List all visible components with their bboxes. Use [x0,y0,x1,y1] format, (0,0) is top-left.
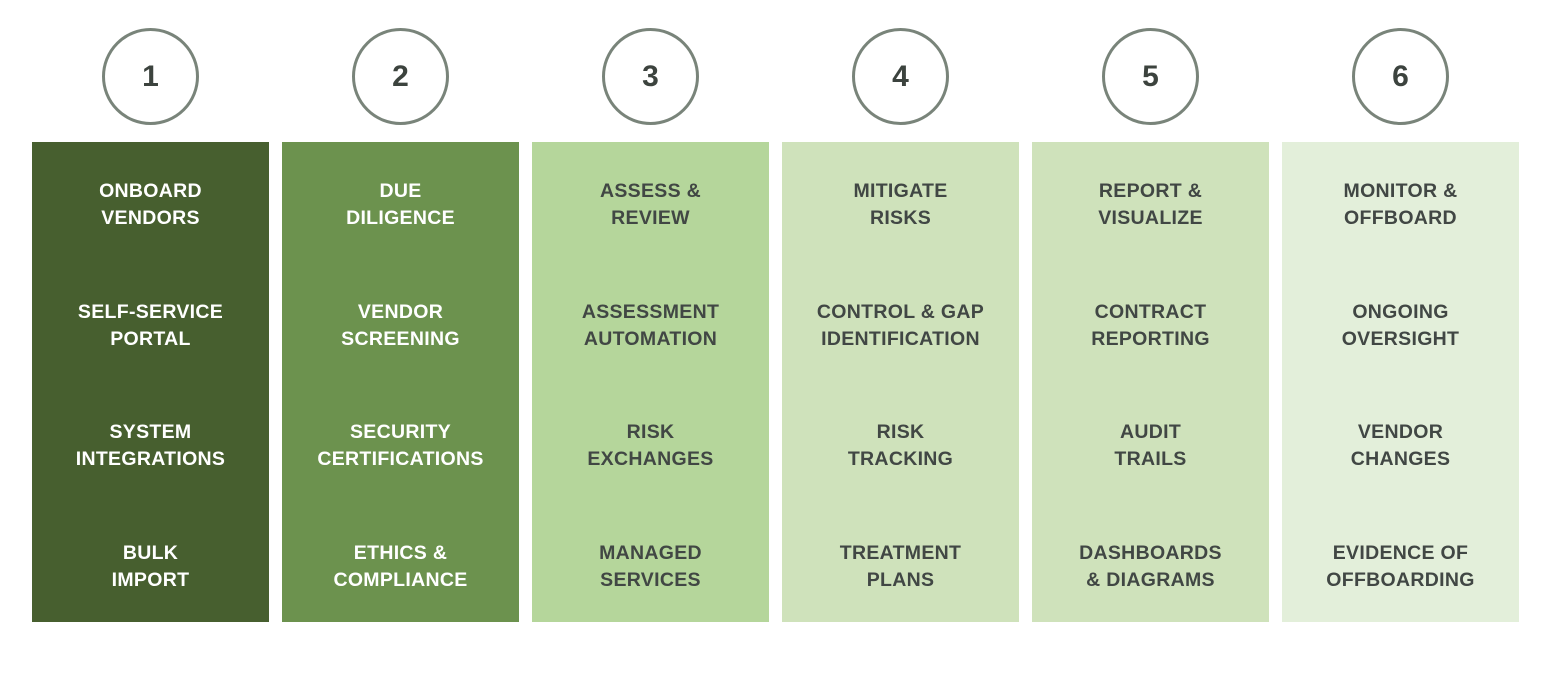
step-item: MANAGED SERVICES [599,541,702,591]
step-item: ASSESSMENT AUTOMATION [581,300,720,350]
step-column-4: 4 MITIGATE RISKS CONTROL & GAP IDENTIFIC… [782,28,1019,622]
step-number-circle: 3 [602,28,699,125]
step-number-circle: 4 [852,28,949,125]
step-title: REPORT & VISUALIZE [1098,180,1203,229]
step-item: SECURITY CERTIFICATIONS [317,421,484,471]
step-number-circle: 5 [1102,28,1199,125]
step-title: MONITOR & OFFBOARD [1343,180,1458,229]
step-title: MITIGATE RISKS [853,180,948,229]
step-item: DASHBOARDS & DIAGRAMS [1079,541,1222,591]
step-number: 3 [642,59,659,93]
step-title: ONBOARD VENDORS [99,180,202,229]
step-column-5: 5 REPORT & VISUALIZE CONTRACT REPORTING … [1032,28,1269,622]
step-box: MITIGATE RISKS CONTROL & GAP IDENTIFICAT… [782,142,1019,622]
step-column-3: 3 ASSESS & REVIEW ASSESSMENT AUTOMATION … [532,28,769,622]
step-item: RISK TRACKING [847,421,954,471]
step-box: ONBOARD VENDORS SELF-SERVICE PORTAL SYST… [32,142,269,622]
step-item: ONGOING OVERSIGHT [1341,300,1460,350]
step-number: 2 [392,59,409,93]
step-number: 1 [142,59,159,93]
step-item: VENDOR CHANGES [1350,421,1451,471]
step-title: ASSESS & REVIEW [599,180,701,229]
step-title: DUE DILIGENCE [346,180,455,229]
step-item: SELF-SERVICE PORTAL [77,300,224,350]
step-item: VENDOR SCREENING [341,300,460,350]
step-number: 4 [892,59,909,93]
step-item: CONTROL & GAP IDENTIFICATION [816,300,985,350]
step-item: AUDIT TRAILS [1114,421,1187,471]
step-number-circle: 2 [352,28,449,125]
step-item: BULK IMPORT [111,541,190,591]
step-number-circle: 1 [102,28,199,125]
step-item: RISK EXCHANGES [587,421,714,471]
step-item: EVIDENCE OF OFFBOARDING [1326,541,1475,591]
step-box: REPORT & VISUALIZE CONTRACT REPORTING AU… [1032,142,1269,622]
step-column-6: 6 MONITOR & OFFBOARD ONGOING OVERSIGHT V… [1282,28,1519,622]
step-box: MONITOR & OFFBOARD ONGOING OVERSIGHT VEN… [1282,142,1519,622]
step-columns-row: 1 ONBOARD VENDORS SELF-SERVICE PORTAL SY… [32,28,1519,622]
step-item: ETHICS & COMPLIANCE [333,541,468,591]
step-number: 6 [1392,59,1409,93]
step-column-2: 2 DUE DILIGENCE VENDOR SCREENING SECURIT… [282,28,519,622]
step-number: 5 [1142,59,1159,93]
step-number-circle: 6 [1352,28,1449,125]
step-item: TREATMENT PLANS [839,541,962,591]
step-column-1: 1 ONBOARD VENDORS SELF-SERVICE PORTAL SY… [32,28,269,622]
step-item: CONTRACT REPORTING [1091,300,1210,350]
step-item: SYSTEM INTEGRATIONS [75,421,226,471]
step-box: ASSESS & REVIEW ASSESSMENT AUTOMATION RI… [532,142,769,622]
step-box: DUE DILIGENCE VENDOR SCREENING SECURITY … [282,142,519,622]
